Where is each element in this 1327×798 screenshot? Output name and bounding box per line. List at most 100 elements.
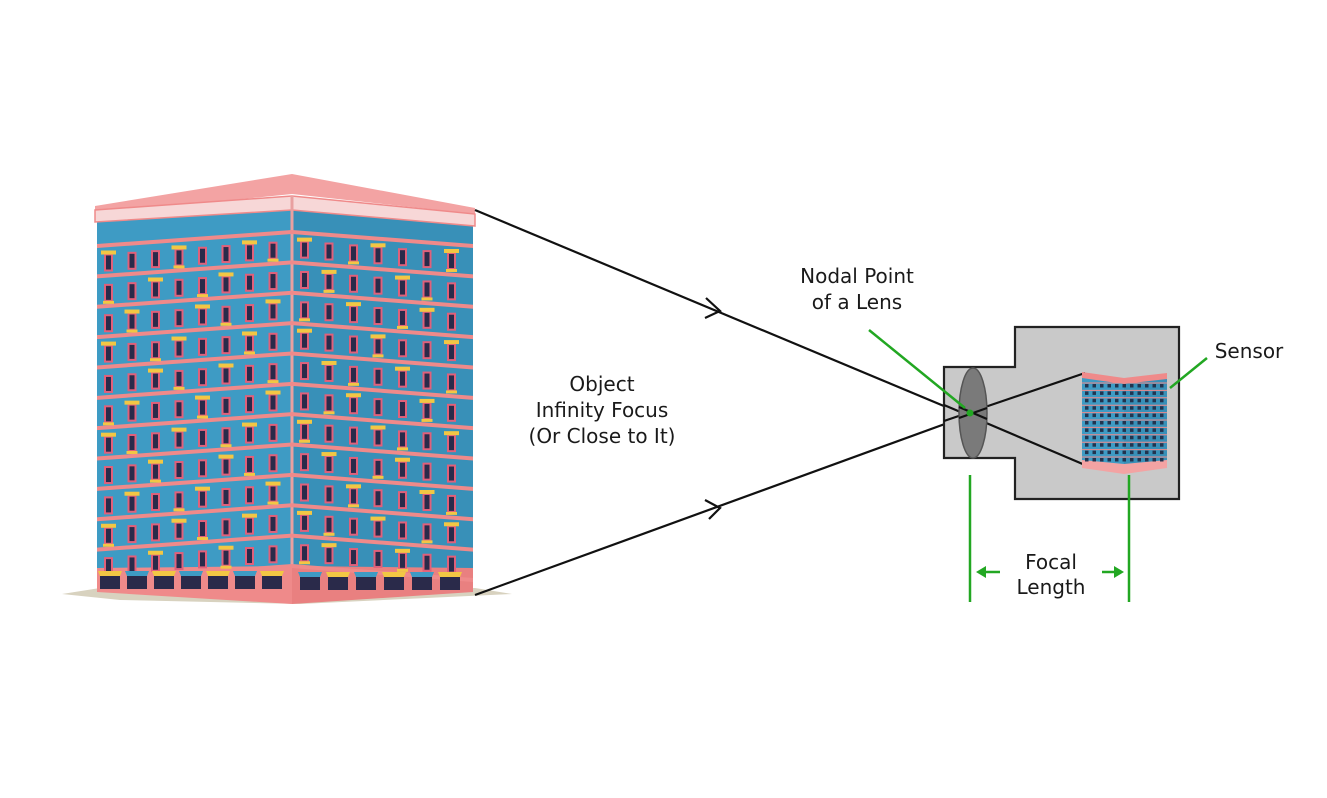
window-glass xyxy=(424,525,430,540)
window-glass xyxy=(270,456,276,471)
window-awning xyxy=(218,363,234,368)
sensor-mini-window xyxy=(1145,443,1149,447)
sensor-mini-window xyxy=(1130,428,1134,432)
sensor-leader-line xyxy=(1169,357,1208,389)
floor-band xyxy=(97,503,292,522)
storefront-window xyxy=(356,574,376,590)
floor-band xyxy=(292,381,473,400)
sensor-mini-window xyxy=(1100,428,1104,432)
sensor-mini-window xyxy=(1145,391,1149,395)
window-awning xyxy=(444,340,459,345)
window-planter xyxy=(299,561,310,565)
window-glass xyxy=(223,459,229,474)
sensor-mini-window xyxy=(1152,443,1156,447)
storefront-awning xyxy=(179,571,203,576)
floor-band xyxy=(292,321,473,340)
window-glass xyxy=(449,284,454,299)
floor-band xyxy=(292,260,473,279)
window-awning xyxy=(370,243,386,248)
window-glass xyxy=(106,316,111,331)
window-planter xyxy=(397,447,408,451)
sensor-mini-window xyxy=(1152,428,1156,432)
window-awning xyxy=(370,334,386,339)
window-glass xyxy=(200,552,205,567)
sensor-mini-window xyxy=(1107,398,1111,403)
storefront-window xyxy=(208,573,228,589)
window-awning xyxy=(242,513,257,518)
window-glass xyxy=(449,375,454,390)
sensor-mini-window xyxy=(1107,435,1111,440)
window-glass xyxy=(449,345,454,360)
sensor-mini-window xyxy=(1115,398,1119,403)
window-glass xyxy=(200,370,205,385)
window-planter xyxy=(220,565,232,569)
nodal-point-leader-line xyxy=(868,329,966,409)
window-glass xyxy=(375,369,381,384)
sensor-mini-window xyxy=(1092,413,1096,418)
sensor-mini-window xyxy=(1122,458,1126,462)
window-glass xyxy=(106,407,111,422)
window-glass xyxy=(176,493,182,508)
window-glass xyxy=(223,520,229,535)
sensor-mini-window xyxy=(1085,391,1089,395)
sensor-mini-window xyxy=(1137,413,1141,418)
floor-band xyxy=(97,321,292,340)
window-awning xyxy=(195,395,210,400)
window-planter xyxy=(348,504,359,508)
sensor-mini-window xyxy=(1160,428,1164,432)
window-glass xyxy=(200,522,205,537)
sensor-mini-window xyxy=(1152,421,1156,425)
window-glass xyxy=(176,523,182,538)
window-awning xyxy=(242,240,257,245)
window-glass xyxy=(326,548,332,563)
window-glass xyxy=(129,527,135,542)
window-glass xyxy=(326,396,332,411)
sensor-mini-window xyxy=(1137,458,1141,462)
sensor-mini-window xyxy=(1107,443,1111,447)
window-awning xyxy=(297,510,312,515)
sensor-mini-window xyxy=(1152,435,1156,440)
floor-band xyxy=(97,472,292,491)
sensor-mini-window xyxy=(1152,413,1156,418)
window-glass xyxy=(200,248,205,263)
sensor-mini-window xyxy=(1145,406,1149,410)
window-planter xyxy=(244,472,255,476)
sensor-mini-window xyxy=(1107,413,1111,418)
sensor-mini-window xyxy=(1152,391,1156,395)
window-planter xyxy=(323,289,335,293)
window-glass xyxy=(223,338,229,353)
window-planter xyxy=(421,540,433,544)
sensor-mini-window xyxy=(1085,458,1089,462)
sensor-mini-window xyxy=(1100,391,1104,395)
window-glass xyxy=(176,462,182,477)
window-planter xyxy=(397,325,408,329)
sensor-mini-window xyxy=(1130,406,1134,410)
window-awning xyxy=(444,248,459,253)
window-glass xyxy=(153,555,158,570)
window-glass xyxy=(153,434,158,449)
window-glass xyxy=(129,435,135,450)
sensor-mini-window xyxy=(1092,443,1096,447)
sensor-mini-window xyxy=(1130,384,1134,388)
window-planter xyxy=(397,568,408,572)
focal-arrow-left-head xyxy=(976,566,986,578)
window-glass xyxy=(129,375,135,390)
storefront-awning xyxy=(298,572,322,577)
window-planter xyxy=(150,358,161,362)
window-glass xyxy=(400,341,405,356)
window-glass xyxy=(153,403,158,418)
sensor-mini-window xyxy=(1107,384,1111,388)
window-glass xyxy=(326,487,332,502)
window-glass xyxy=(424,252,430,267)
building-floors xyxy=(97,230,473,582)
window-planter xyxy=(173,265,185,269)
storefront-awning xyxy=(354,572,378,577)
window-awning xyxy=(297,237,312,242)
sensor-mini-window xyxy=(1160,391,1164,395)
window-glass xyxy=(351,367,356,382)
storefront-window xyxy=(181,573,201,589)
sensor-mini-window xyxy=(1145,435,1149,440)
window-awning xyxy=(148,459,163,464)
window-glass xyxy=(375,248,381,263)
sensor-mini-window xyxy=(1100,458,1104,462)
